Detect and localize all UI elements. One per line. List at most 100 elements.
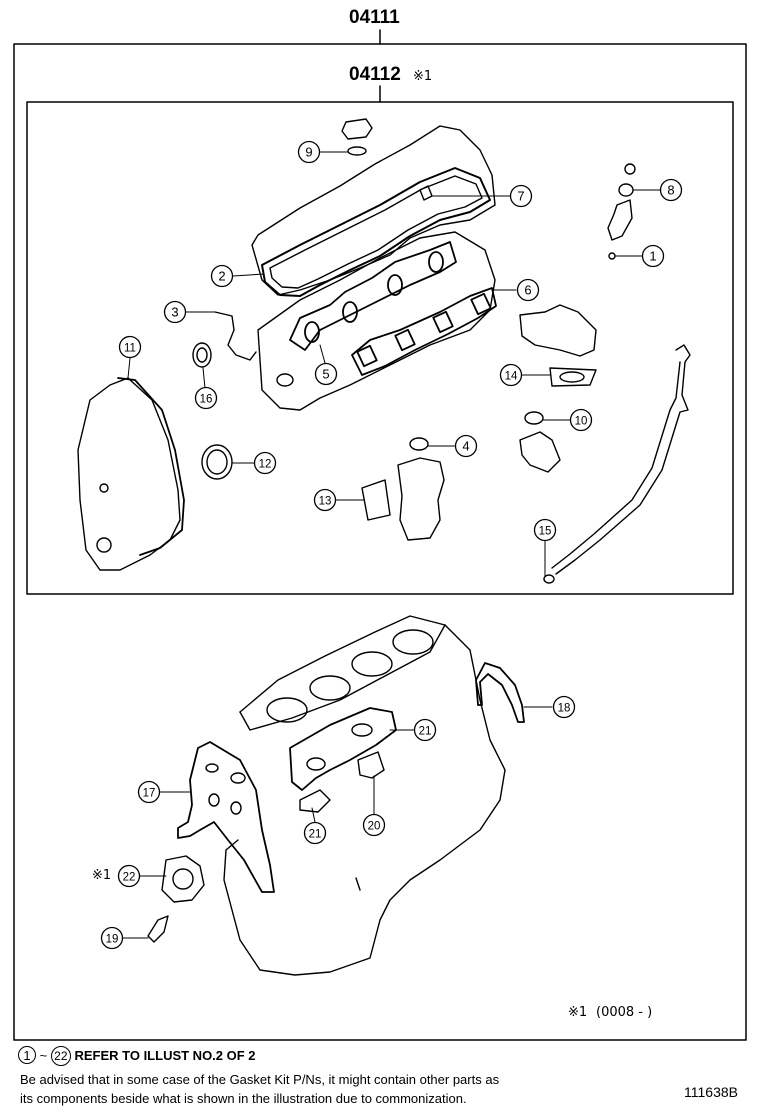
callout-10: 10 bbox=[569, 408, 593, 432]
callout-number: 6 bbox=[524, 283, 531, 298]
callout-number: 15 bbox=[539, 526, 552, 538]
callout-number: 10 bbox=[575, 416, 588, 428]
callout-17: 17 bbox=[137, 780, 161, 804]
rear-seal-gasket bbox=[475, 662, 525, 723]
cylinder-head bbox=[257, 231, 496, 411]
note-line-1: Be advised that in some case of the Gask… bbox=[20, 1072, 500, 1087]
footnote-mark: ※1 bbox=[568, 1005, 588, 1020]
callout-13: 13 bbox=[313, 488, 337, 512]
housing-o-ring bbox=[409, 437, 429, 451]
footnote-date-range: (0008 - ) bbox=[596, 1005, 653, 1020]
callout-number: 7 bbox=[517, 189, 524, 204]
bracket-gasket bbox=[214, 311, 257, 361]
callout-number: 20 bbox=[368, 821, 381, 833]
callout-14: 14 bbox=[499, 363, 523, 387]
callout-22: 22 bbox=[117, 864, 141, 888]
head-bolt-hole bbox=[276, 373, 294, 387]
range-separator: ~ bbox=[39, 1048, 48, 1063]
front-plate-gasket-holes bbox=[205, 763, 246, 815]
kit-part-number: 04111 bbox=[349, 7, 400, 28]
block-deck-edge bbox=[239, 624, 446, 731]
water-pump-gasket bbox=[161, 855, 205, 903]
callout-19: 19 bbox=[100, 926, 124, 950]
head-cover-gasket-inner bbox=[269, 175, 483, 289]
timing-cover bbox=[77, 377, 181, 571]
oil-seal-small bbox=[192, 342, 212, 368]
range-note: 1 ~ 22 REFER TO ILLUST NO.2 OF 2 bbox=[18, 1046, 256, 1066]
callout-number: 4 bbox=[462, 439, 469, 454]
figure-id: 111638B bbox=[684, 1084, 738, 1100]
callout-number: 9 bbox=[305, 145, 312, 160]
callout-9: 9 bbox=[297, 140, 321, 164]
cylinder-bores bbox=[266, 629, 434, 723]
callout-5: 5 bbox=[314, 362, 338, 386]
callout-number: 18 bbox=[558, 703, 571, 715]
callout-21b: 21 bbox=[303, 821, 327, 845]
callout-number: 14 bbox=[505, 371, 518, 383]
thermostat-housing bbox=[397, 457, 445, 541]
callout-1: 1 bbox=[641, 244, 665, 268]
subkit-mark: ※1 bbox=[413, 69, 433, 84]
thermostat-gasket bbox=[361, 479, 391, 521]
water-inlet bbox=[519, 431, 561, 473]
callout-6: 6 bbox=[516, 278, 540, 302]
pump-gasket-small bbox=[299, 789, 331, 813]
oil-pump-gasket-hole bbox=[306, 757, 326, 771]
callout-22-mark: ※1 bbox=[92, 868, 112, 883]
oil-filler-cap bbox=[341, 118, 373, 156]
water-outlet-gasket bbox=[549, 367, 597, 387]
head-cover-gasket bbox=[261, 167, 491, 297]
cylinder-head-cover bbox=[251, 125, 496, 296]
timing-cover-hole bbox=[99, 483, 109, 493]
pump-gasket-right bbox=[357, 751, 385, 779]
callout-number: 13 bbox=[319, 496, 332, 508]
note-line-2: its components beside what is shown in t… bbox=[20, 1091, 467, 1106]
oil-level-gauge-guide bbox=[555, 344, 691, 575]
callout-number: 21 bbox=[419, 726, 432, 738]
callout-number: 12 bbox=[259, 459, 272, 471]
oil-level-gauge-guide-inner bbox=[551, 361, 681, 569]
callout-2: 2 bbox=[210, 264, 234, 288]
inlet-o-ring bbox=[524, 411, 544, 425]
timing-cover-hole bbox=[96, 537, 112, 553]
callout-number: 16 bbox=[200, 394, 213, 406]
range-end-callout: 22 bbox=[50, 1046, 71, 1066]
callout-4: 4 bbox=[454, 434, 478, 458]
manifold-gasket-exhaust bbox=[289, 241, 457, 351]
callout-7: 7 bbox=[509, 184, 533, 208]
callout-12: 12 bbox=[253, 451, 277, 475]
callout-16: 16 bbox=[194, 386, 218, 410]
timing-cover-gasket bbox=[117, 377, 185, 556]
callout-number: 5 bbox=[322, 367, 329, 382]
callout-21a: 21 bbox=[413, 718, 437, 742]
front-plate-gasket bbox=[177, 741, 275, 893]
manifold-gasket-intake bbox=[351, 287, 497, 376]
callout-15: 15 bbox=[533, 518, 557, 542]
kit-frame bbox=[13, 43, 747, 1041]
callout-8: 8 bbox=[659, 178, 683, 202]
leader-2 bbox=[232, 273, 265, 277]
callout-number: 3 bbox=[171, 305, 178, 320]
leader-16 bbox=[202, 367, 206, 389]
refer-text: REFER TO ILLUST NO.2 OF 2 bbox=[74, 1048, 256, 1063]
callout-number: 2 bbox=[218, 269, 225, 284]
oil-pump-gasket-hole bbox=[351, 723, 373, 737]
callout-number: 8 bbox=[667, 183, 674, 198]
callout-number: 22 bbox=[123, 872, 136, 884]
oil-seal-large bbox=[201, 444, 233, 480]
cylinder-block bbox=[223, 615, 506, 976]
callout-number: 19 bbox=[106, 934, 119, 946]
dipstick-o-ring bbox=[543, 574, 555, 584]
injector-assembly bbox=[607, 163, 636, 260]
callout-20: 20 bbox=[362, 813, 386, 837]
callout-number: 17 bbox=[143, 788, 156, 800]
leader-21b bbox=[311, 807, 316, 823]
oil-pump-gasket bbox=[289, 707, 397, 791]
water-outlet-housing bbox=[519, 304, 597, 357]
callout-18: 18 bbox=[552, 695, 576, 719]
small-gasket bbox=[147, 915, 169, 943]
subkit-part-number: 04112 bbox=[349, 64, 401, 85]
range-start-callout: 1 bbox=[18, 1046, 36, 1064]
